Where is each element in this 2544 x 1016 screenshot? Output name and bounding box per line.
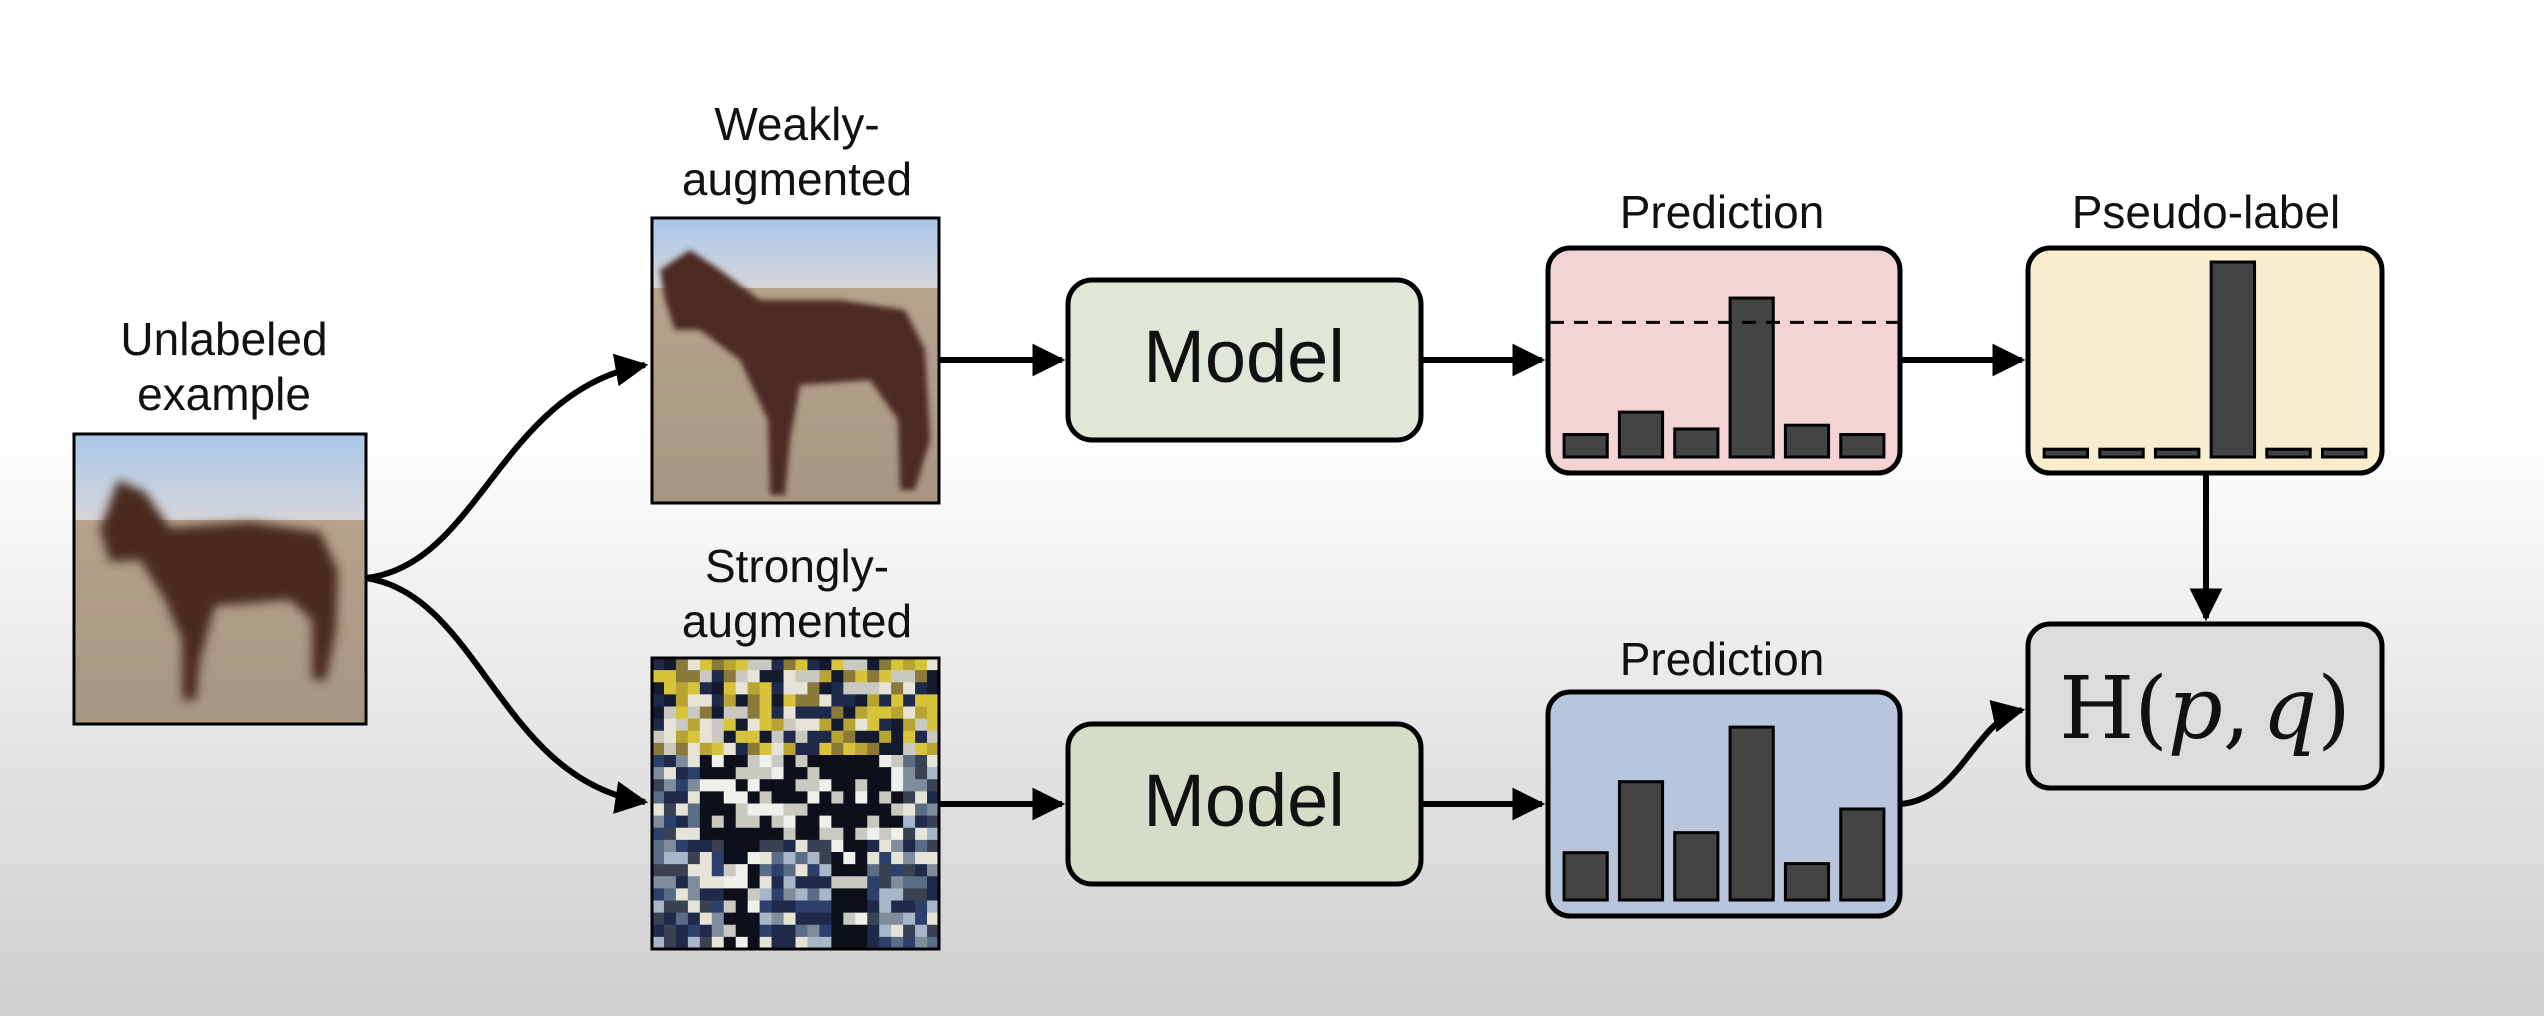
histogram-bar	[1617, 780, 1665, 902]
histogram-bar	[1728, 296, 1775, 459]
histogram-bar	[2209, 260, 2257, 459]
histogram-bar	[1728, 725, 1775, 902]
histogram-bar	[2042, 447, 2090, 459]
weak-image-frame	[650, 216, 941, 505]
arrow-prediction-to-loss	[1899, 700, 2026, 807]
loss-H: H	[2059, 659, 2134, 759]
loss-q: q	[2262, 659, 2317, 759]
unlabeled-label-line2: example	[137, 368, 311, 420]
histogram-bar	[1673, 831, 1720, 902]
histogram-bar	[1783, 423, 1831, 459]
weak-label-line1: Weakly-	[714, 98, 879, 150]
pseudo-label-bars	[2042, 260, 2368, 459]
loss-open-paren: (	[2134, 659, 2168, 759]
prediction-bottom-bars	[1562, 725, 1886, 902]
pseudo-label-title: Pseudo-label	[2072, 186, 2341, 238]
model-bottom-label: Model	[1143, 759, 1345, 842]
histogram-bar	[2265, 447, 2312, 459]
prediction-bottom-label: Prediction	[1620, 633, 1825, 685]
prediction-top-bars	[1550, 296, 1898, 459]
histogram-bar	[1562, 433, 1609, 459]
prediction-top-label: Prediction	[1620, 186, 1825, 238]
model-top-label: Model	[1143, 315, 1345, 398]
pseudo-label-box	[2025, 245, 2385, 476]
histogram-bar	[1673, 427, 1720, 459]
prediction-top-panel	[1545, 245, 1903, 476]
weak-label-line2: augmented	[682, 153, 912, 205]
histogram-bar	[1839, 433, 1886, 459]
pseudo-label-panel	[2025, 245, 2385, 476]
loss-p: p	[2168, 659, 2223, 759]
arrow-to-strong	[365, 575, 649, 814]
weak-image	[652, 218, 939, 503]
histogram-bar	[2098, 447, 2145, 459]
loss-comma: ,	[2223, 659, 2250, 759]
strong-label-line2: augmented	[682, 595, 912, 647]
unlabeled-image	[74, 434, 366, 724]
loss-box	[2025, 621, 2385, 791]
histogram-bar	[2320, 447, 2368, 459]
histogram-bar	[1617, 410, 1665, 459]
loss-close-paren: )	[2317, 659, 2351, 759]
strong-label-line1: Strongly-	[705, 540, 889, 592]
arrow-to-weak	[365, 353, 649, 581]
histogram-bar	[1839, 807, 1886, 902]
strong-image-frame	[650, 656, 941, 951]
unlabeled-label-line1: Unlabeled	[120, 313, 327, 365]
histogram-bar	[1783, 862, 1831, 902]
histogram-bar	[1562, 851, 1609, 902]
loss-formula: H(p,q)	[2059, 659, 2351, 759]
strong-image	[652, 658, 940, 950]
prediction-bottom-panel	[1545, 689, 1903, 919]
histogram-bar	[2153, 447, 2201, 459]
